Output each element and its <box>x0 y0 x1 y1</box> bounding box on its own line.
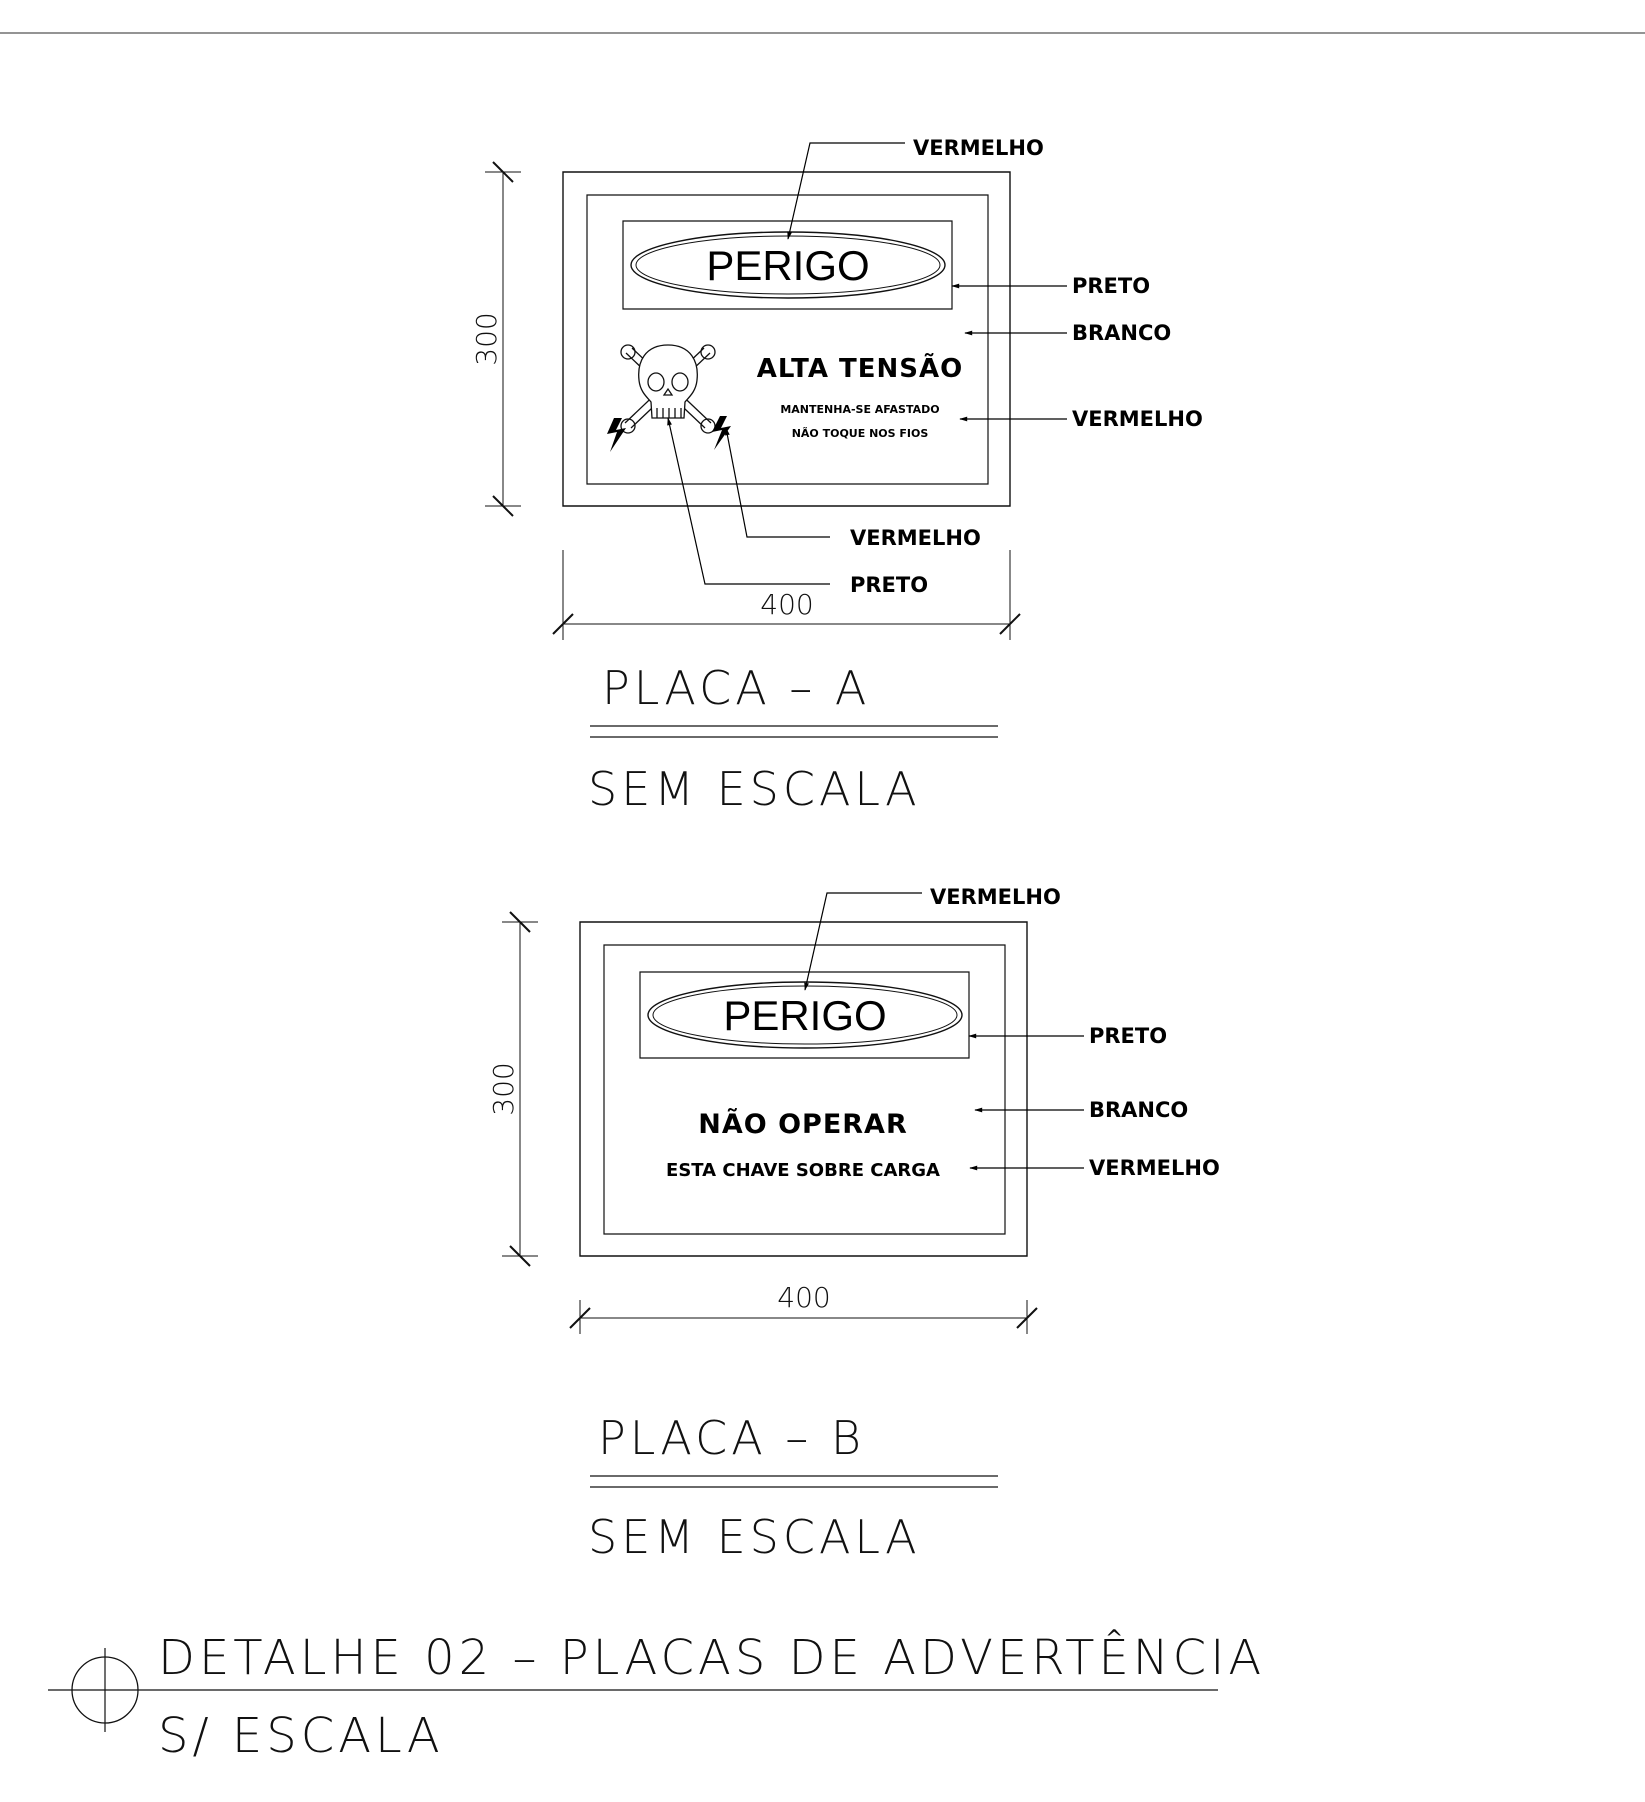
plate-a-title: ALTA TENSÃO <box>757 352 963 384</box>
plate-b-outer-frame <box>580 922 1027 1256</box>
detail-scale: S/ ESCALA <box>158 1708 444 1764</box>
skull-crossbones-icon <box>621 345 715 433</box>
plate-b-header-ellipse <box>648 982 962 1048</box>
plate-b-width-label: 400 <box>777 1281 830 1314</box>
plate-b: PERIGO NÃO OPERAR ESTA CHAVE SOBRE CARGA… <box>487 885 1220 1564</box>
plate-a-caption: PLACA – A <box>602 661 870 715</box>
plate-b-header-box <box>640 972 969 1058</box>
plate-b-leaders <box>804 893 1084 1171</box>
lightning-bolt-left-icon <box>607 418 626 452</box>
callout-preto-skull: PRETO <box>850 573 928 597</box>
plate-b-header-text: PERIGO <box>723 992 886 1039</box>
detail-title-block: DETALHE 02 – PLACAS DE ADVERTÊNCIA S/ ES… <box>48 1629 1265 1764</box>
plate-a-scale: SEM ESCALA <box>588 762 921 816</box>
plate-a-height-label: 300 <box>470 312 503 365</box>
plate-a-height-dimension <box>485 162 521 516</box>
plate-b-line1: ESTA CHAVE SOBRE CARGA <box>666 1160 940 1181</box>
plate-b-caption: PLACA – B <box>598 1411 865 1465</box>
plate-a-width-label: 400 <box>760 588 813 621</box>
plate-b-height-label: 300 <box>487 1062 520 1115</box>
callout-b-preto-frame: PRETO <box>1089 1024 1167 1048</box>
plate-a-header-box <box>623 221 952 309</box>
plate-b-inner-frame <box>604 945 1005 1234</box>
callout-b-vermelho-header: VERMELHO <box>930 885 1061 909</box>
plate-b-height-dimension <box>502 912 538 1266</box>
plate-a-header-text: PERIGO <box>706 242 869 289</box>
callout-b-vermelho-text: VERMELHO <box>1089 1156 1220 1180</box>
callout-preto-frame: PRETO <box>1072 274 1150 298</box>
plate-b-width-dimension <box>570 1300 1037 1334</box>
callout-vermelho-header: VERMELHO <box>913 136 1044 160</box>
plate-a-inner-frame <box>587 195 988 484</box>
callout-branco-background: BRANCO <box>1072 321 1171 345</box>
plate-b-title: NÃO OPERAR <box>698 1108 908 1140</box>
callout-b-branco-background: BRANCO <box>1089 1098 1188 1122</box>
plate-a-outer-frame <box>563 172 1010 506</box>
callout-vermelho-text: VERMELHO <box>1072 407 1203 431</box>
plate-b-scale: SEM ESCALA <box>588 1510 921 1564</box>
plate-a-leaders <box>667 143 1067 584</box>
callout-vermelho-bolts: VERMELHO <box>850 526 981 550</box>
lightning-bolt-right-icon <box>712 416 731 450</box>
plate-a-line2: NÃO TOQUE NOS FIOS <box>792 427 929 440</box>
plate-a: PERIGO ALTA TENSÃO MANTENHA-SE AFASTADO <box>470 136 1203 816</box>
plate-a-width-dimension <box>553 550 1020 640</box>
plate-a-line1: MANTENHA-SE AFASTADO <box>780 403 939 416</box>
detail-title: DETALHE 02 – PLACAS DE ADVERTÊNCIA <box>158 1629 1265 1686</box>
